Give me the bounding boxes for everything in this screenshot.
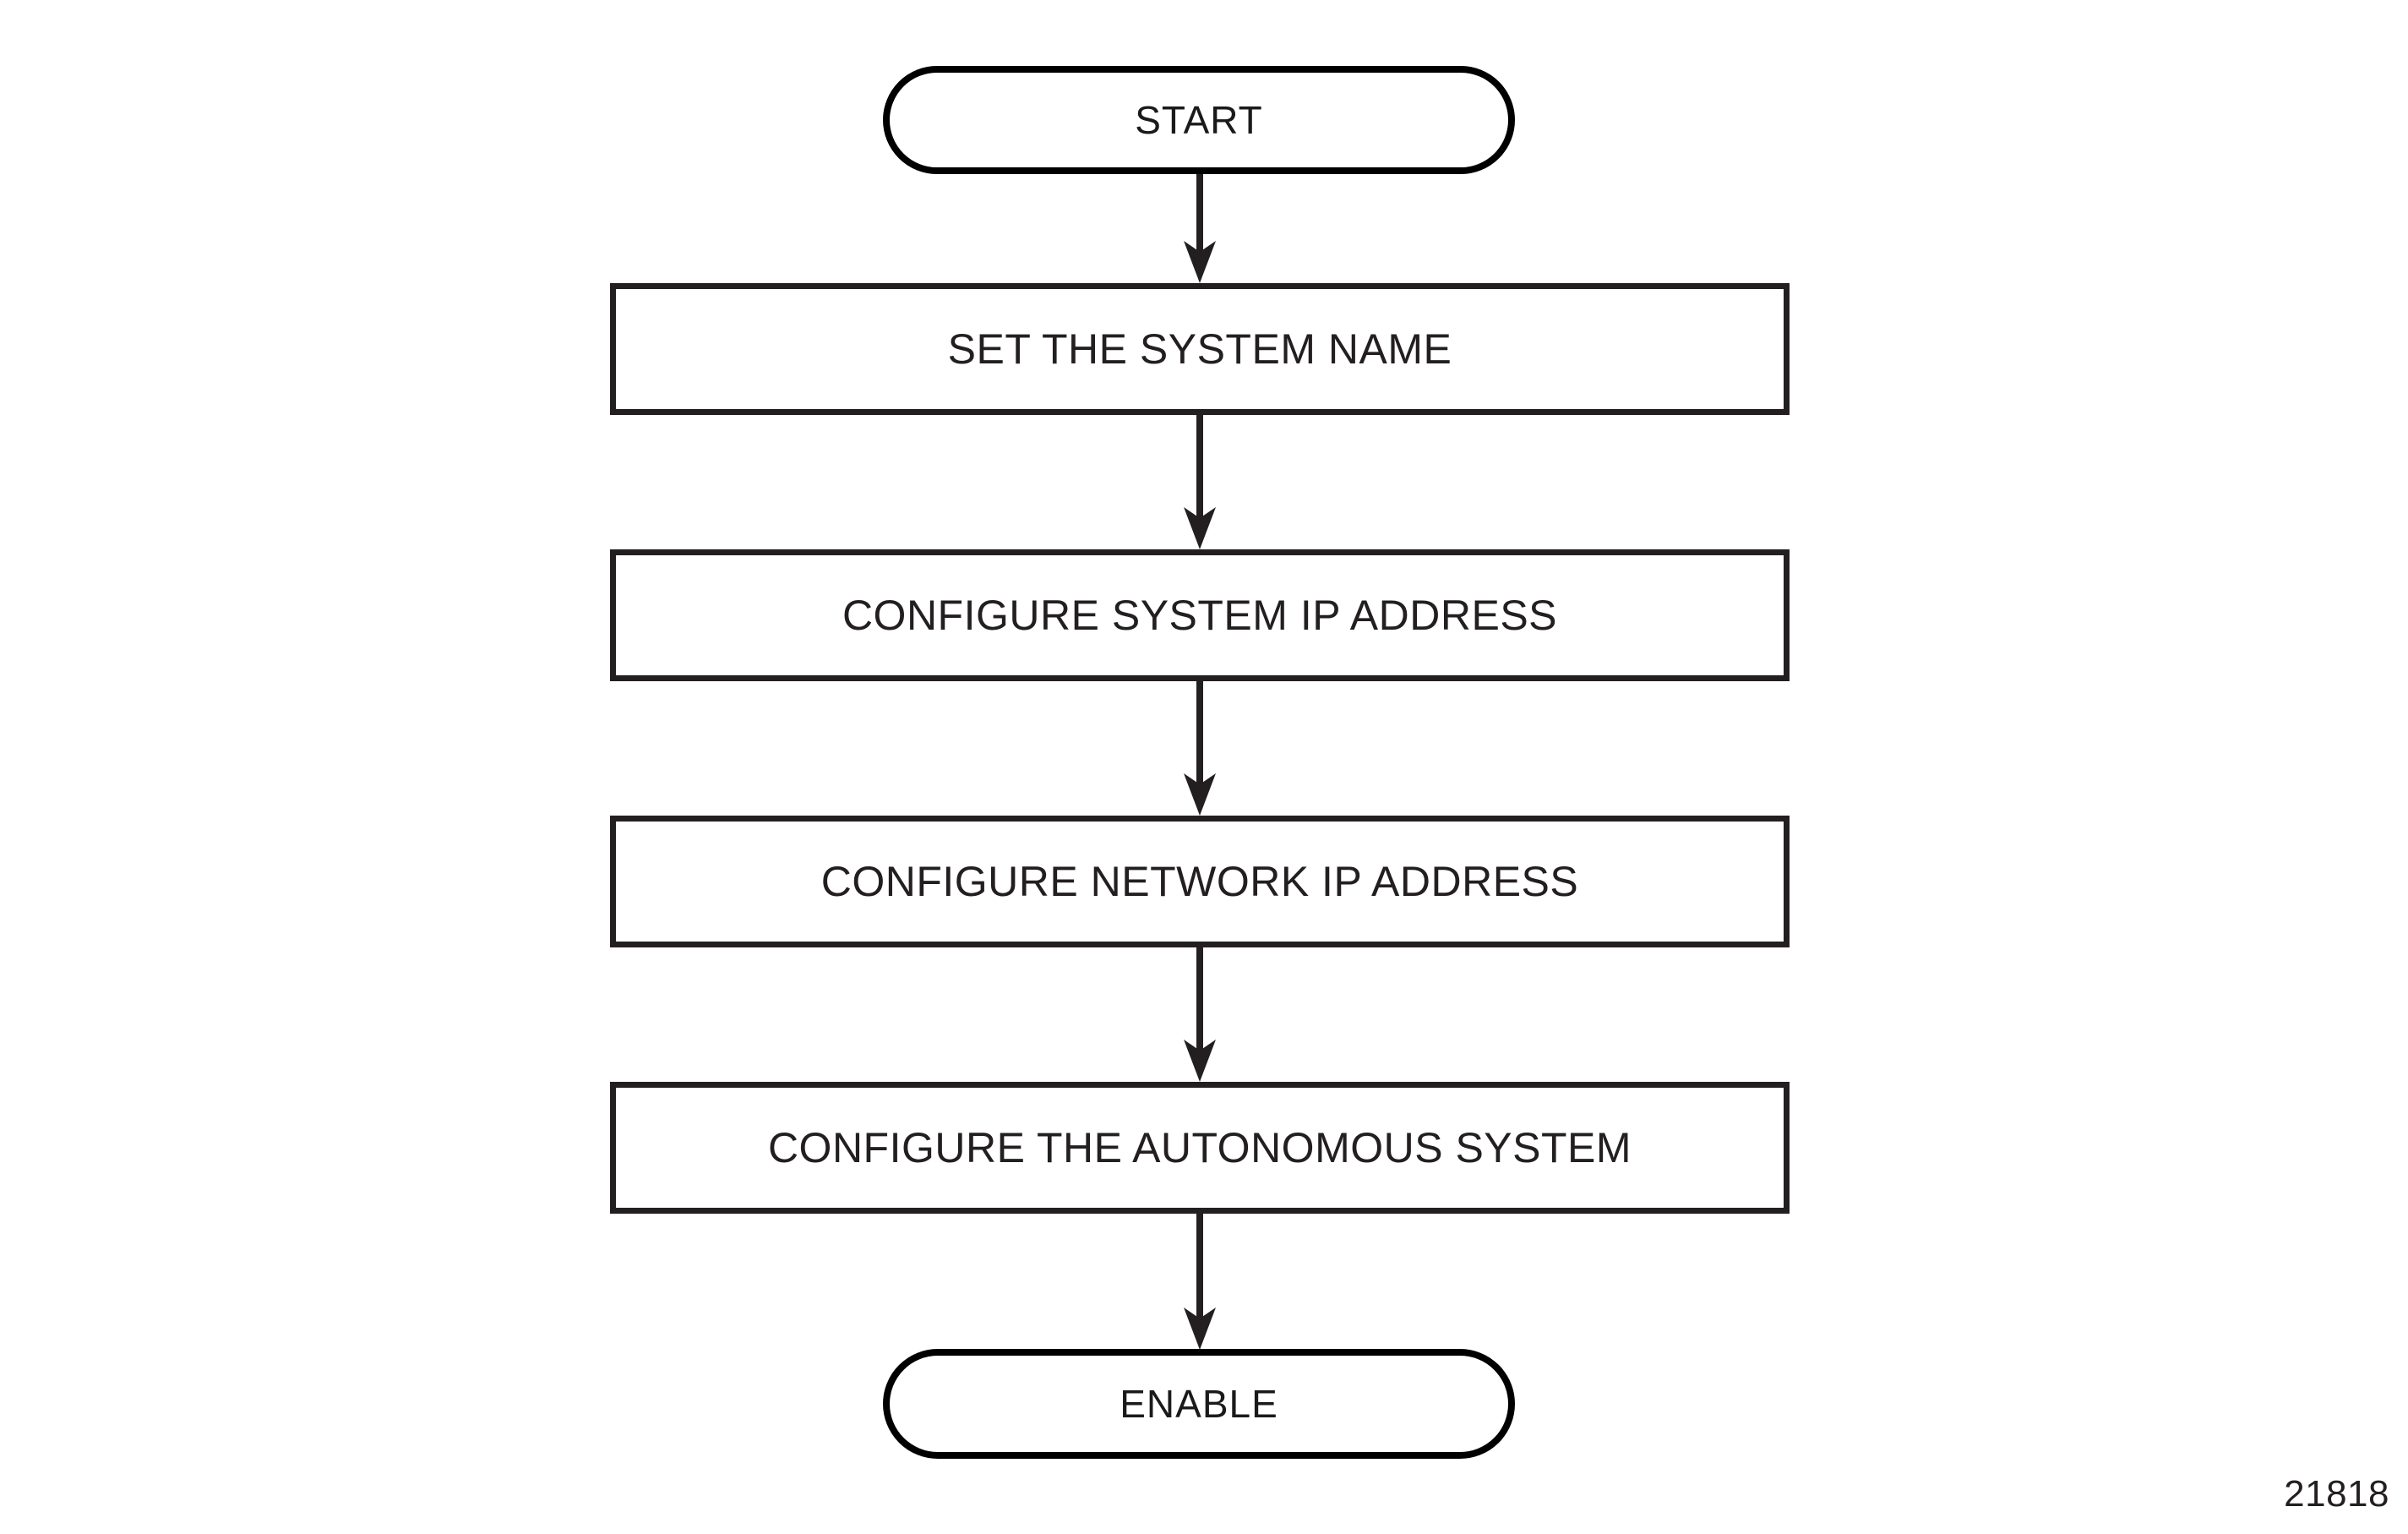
node-step2-label: CONFIGURE SYSTEM IP ADDRESS xyxy=(842,592,1558,639)
connector-step2-to-step3 xyxy=(1174,681,1225,816)
figure-number: 21818 xyxy=(2284,1473,2389,1515)
node-configure-system-ip-address[interactable]: CONFIGURE SYSTEM IP ADDRESS xyxy=(610,549,1790,681)
node-start[interactable]: START xyxy=(883,66,1515,174)
connector-step4-to-enable xyxy=(1174,1214,1225,1351)
node-configure-the-autonomous-system[interactable]: CONFIGURE THE AUTONOMOUS SYSTEM xyxy=(610,1082,1790,1214)
connector-step3-to-step4 xyxy=(1174,947,1225,1083)
node-start-label: START xyxy=(1135,98,1263,142)
connector-start-to-step1 xyxy=(1174,174,1225,284)
node-enable[interactable]: ENABLE xyxy=(883,1349,1515,1459)
node-configure-network-ip-address[interactable]: CONFIGURE NETWORK IP ADDRESS xyxy=(610,816,1790,947)
node-enable-label: ENABLE xyxy=(1120,1382,1278,1426)
connector-step1-to-step2 xyxy=(1174,415,1225,550)
node-set-the-system-name[interactable]: SET THE SYSTEM NAME xyxy=(610,283,1790,415)
node-step3-label: CONFIGURE NETWORK IP ADDRESS xyxy=(820,858,1579,905)
node-step1-label: SET THE SYSTEM NAME xyxy=(947,325,1452,373)
node-step4-label: CONFIGURE THE AUTONOMOUS SYSTEM xyxy=(767,1124,1632,1171)
